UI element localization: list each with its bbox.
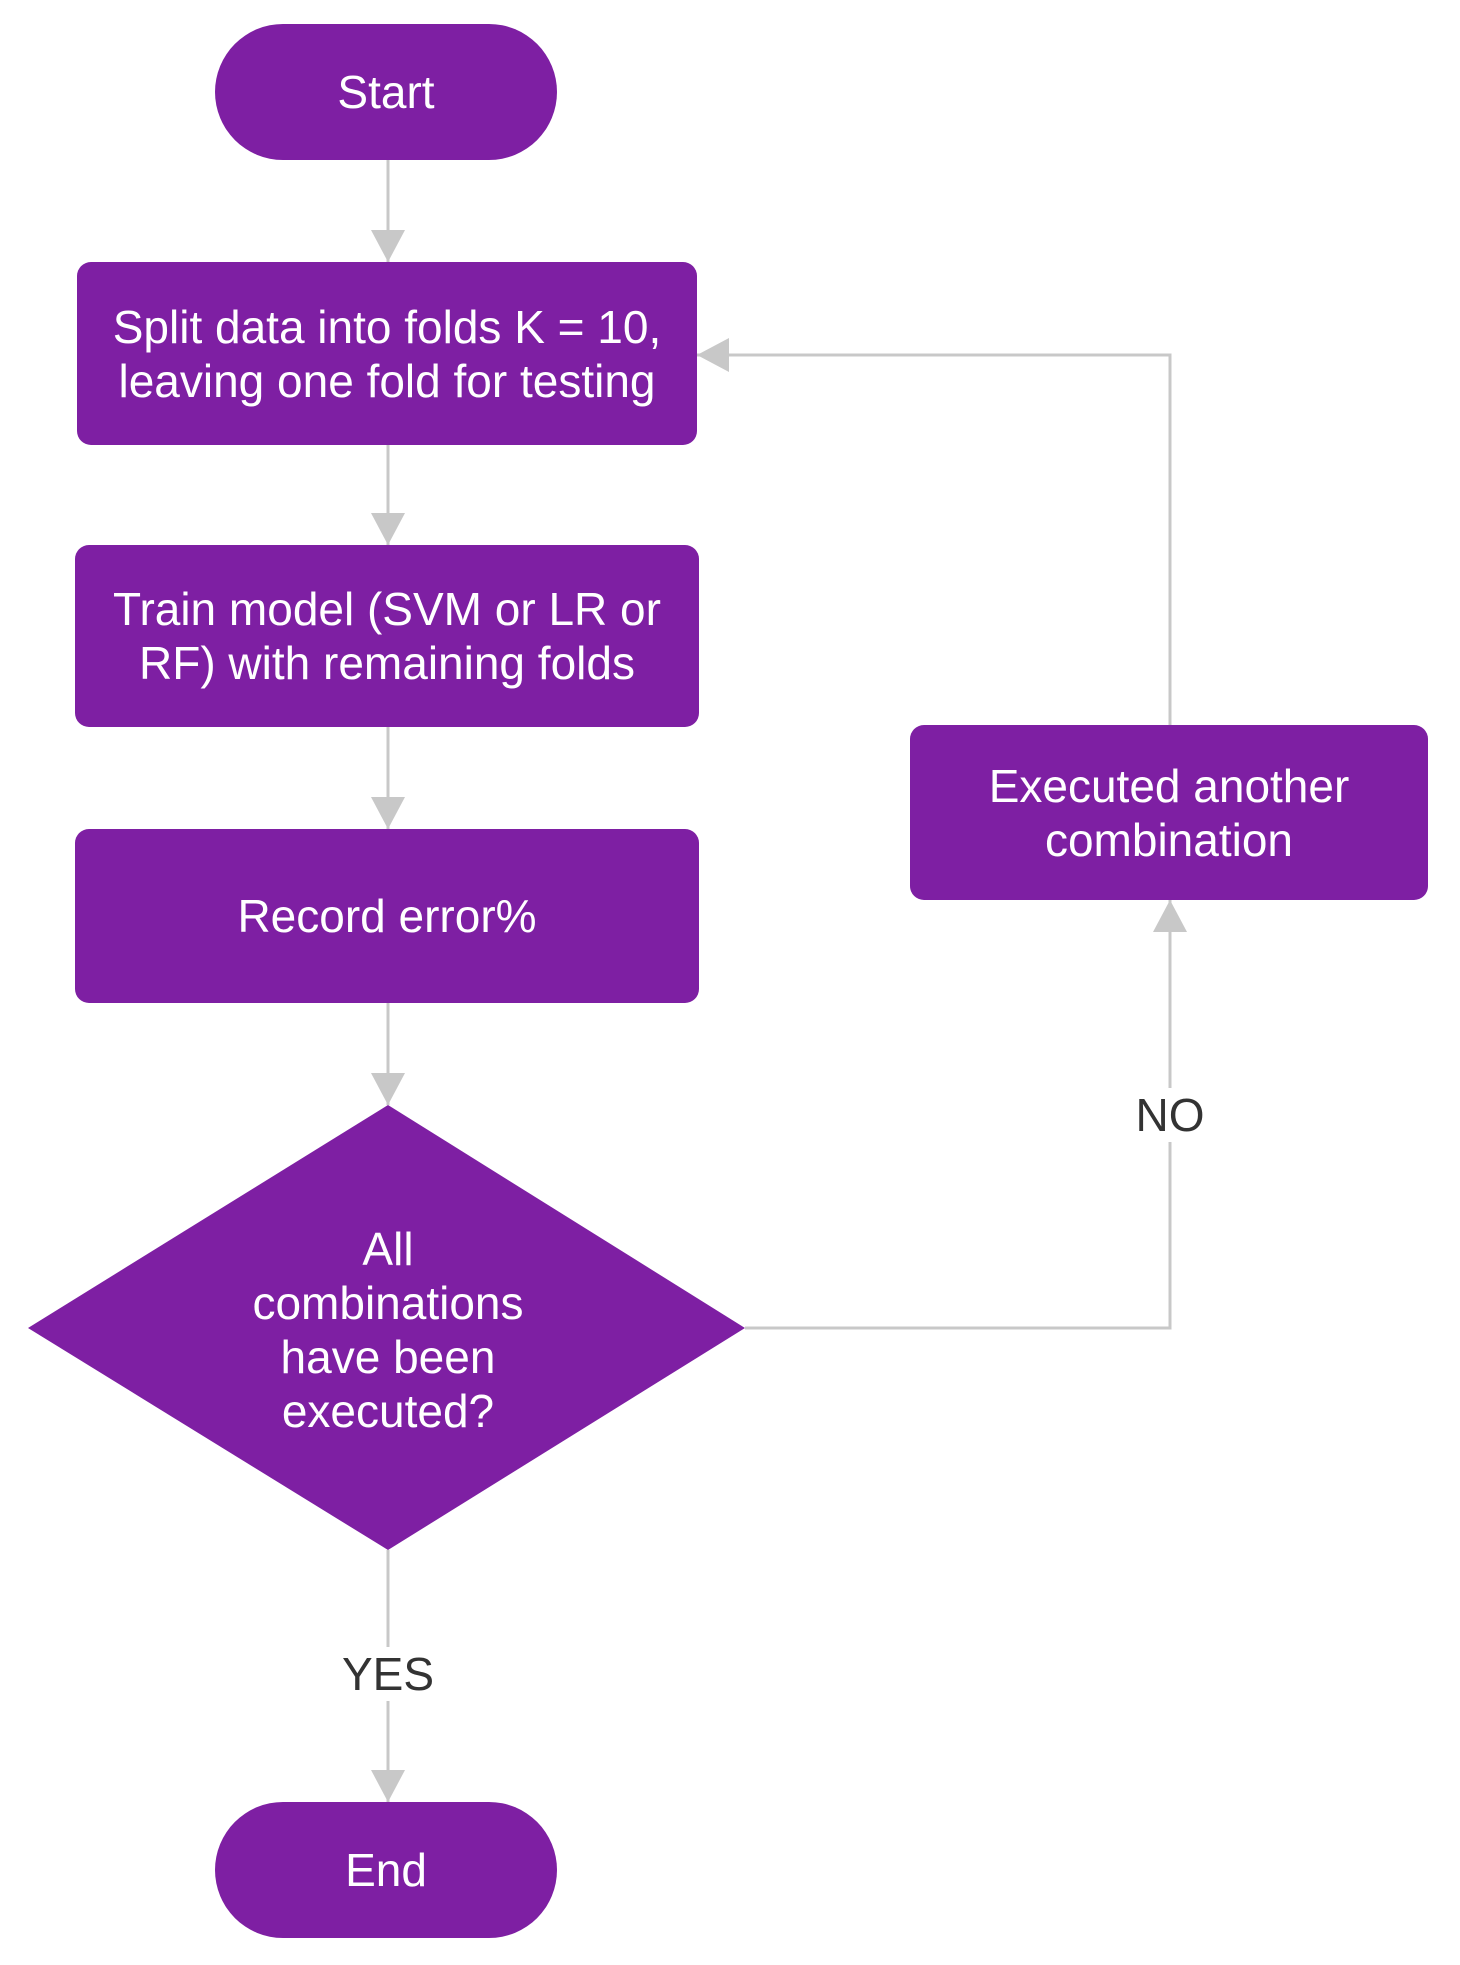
decision-node: All combinations have been executed?	[188, 1200, 588, 1460]
arrowhead-train-to-record	[371, 797, 405, 829]
decision-label: All combinations have been executed?	[252, 1223, 524, 1437]
train-model-label: Train model (SVM or LR or RF) with remai…	[113, 583, 661, 689]
yes-label: YES	[325, 1647, 451, 1701]
train-model-node: Train model (SVM or LR or RF) with remai…	[75, 545, 699, 727]
arrowhead-decision-to-another	[1153, 900, 1187, 932]
no-label: NO	[1120, 1088, 1220, 1142]
decision-diamond	[28, 1105, 745, 1550]
another-combination-label: Executed another combination	[988, 759, 1350, 866]
start-node: Start	[215, 24, 557, 160]
end-node: End	[215, 1802, 557, 1938]
arrowhead-record-to-decision	[371, 1073, 405, 1105]
arrowhead-another-to-split	[697, 338, 729, 372]
arrowhead-decision-to-end	[371, 1770, 405, 1802]
arrowhead-start-to-split	[371, 230, 405, 262]
split-data-node: Split data into folds K = 10, leaving on…	[77, 262, 697, 445]
split-data-label: Split data into folds K = 10, leaving on…	[112, 300, 662, 407]
edge-decision-to-another	[745, 900, 1172, 1330]
another-combination-node: Executed another combination	[910, 725, 1428, 900]
record-error-node: Record error%	[75, 829, 699, 1003]
record-error-label: Record error%	[237, 890, 537, 942]
start-label: Start	[337, 66, 435, 118]
end-label: End	[345, 1844, 427, 1896]
edge-another-to-split	[697, 353, 1172, 725]
arrowhead-split-to-train	[371, 513, 405, 545]
